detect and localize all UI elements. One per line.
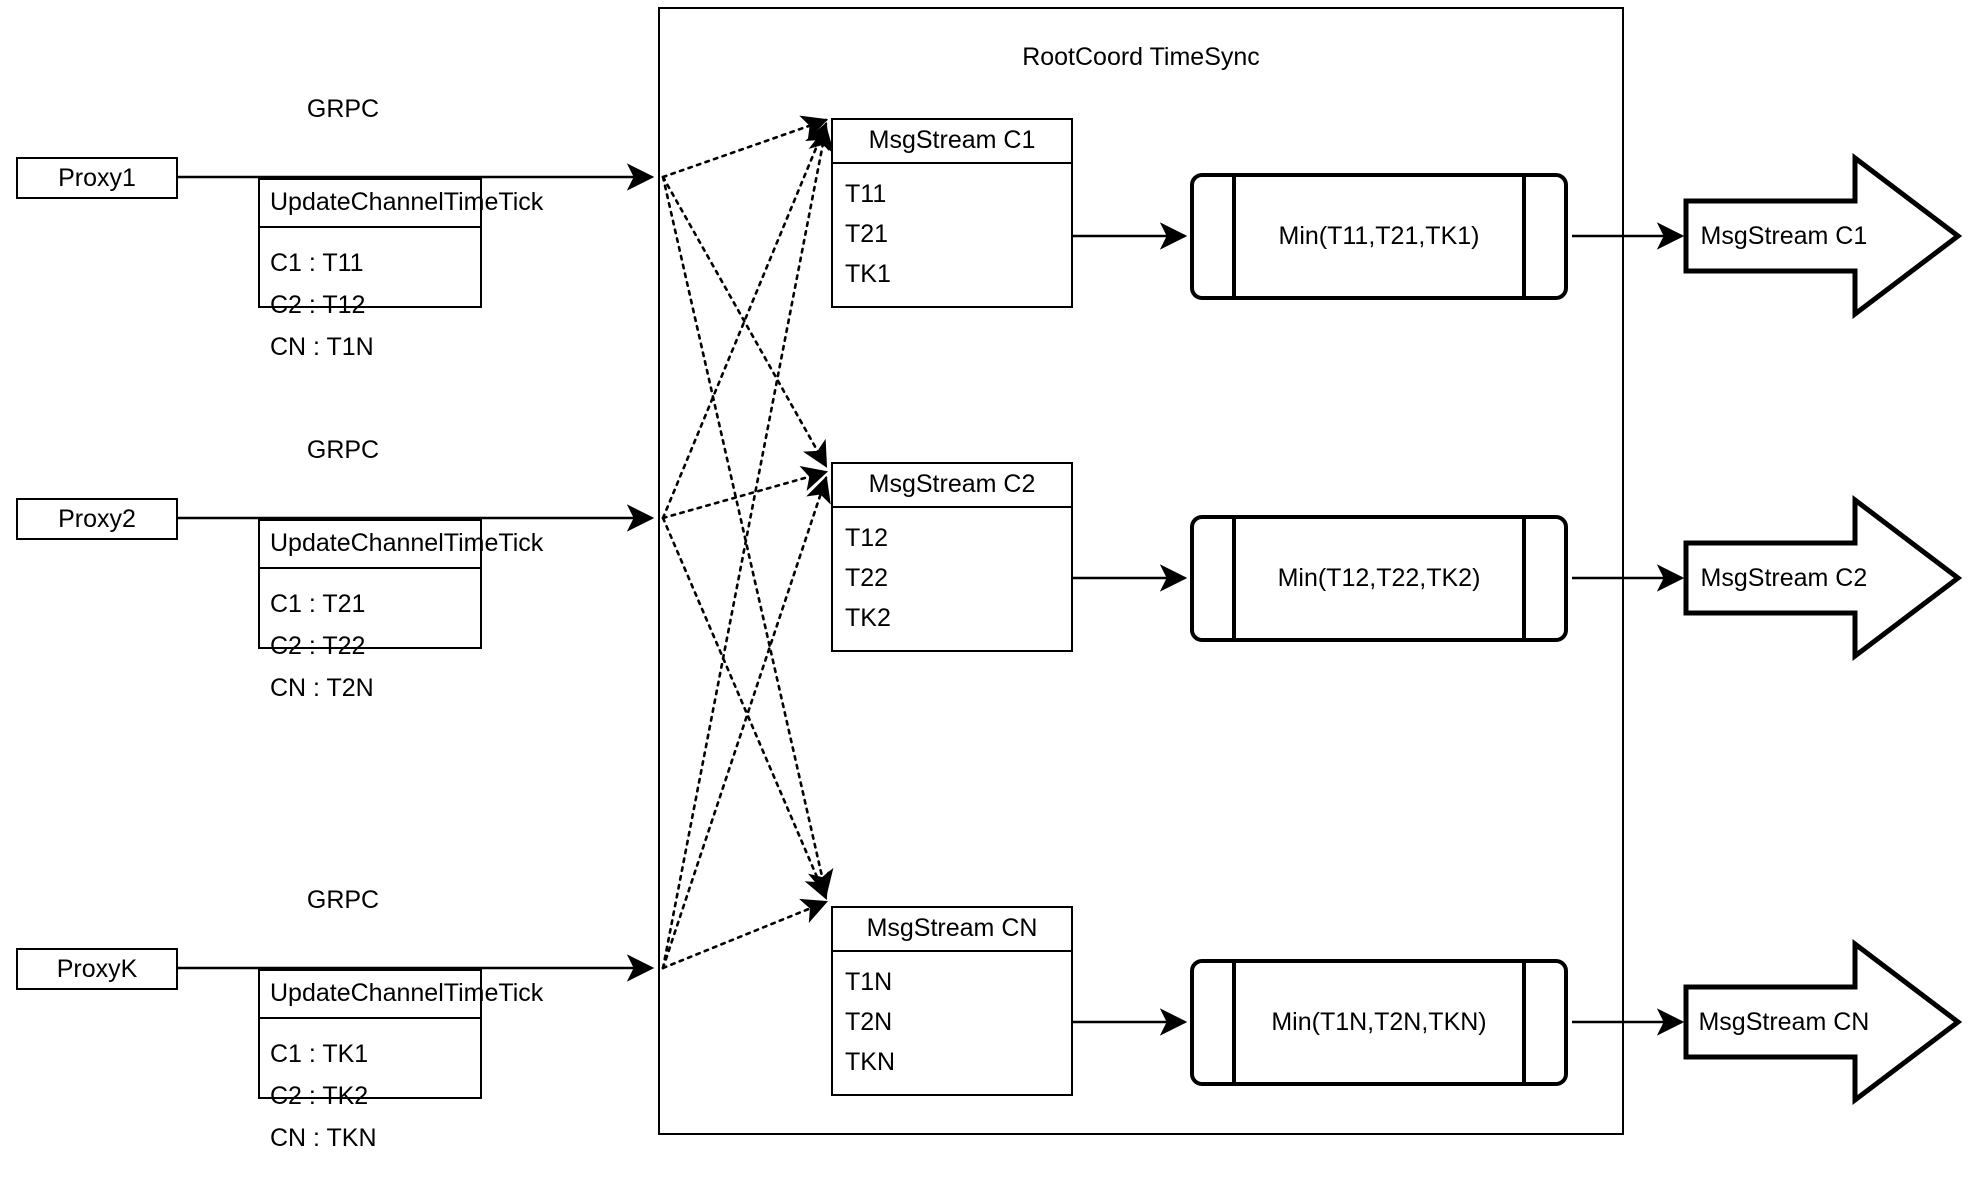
msgstream-box-1: MsgStream C1 T11 T21 TK1	[831, 118, 1073, 308]
rootcoord-timesync-container	[658, 7, 1624, 1135]
min-right-divider-2	[1522, 519, 1526, 638]
record-row: C2 : TK2	[270, 1082, 369, 1110]
min-left-divider-3	[1232, 963, 1236, 1082]
min-label-1: Min(T11,T21,TK1)	[1278, 222, 1480, 250]
record-row: CN : T2N	[270, 674, 374, 702]
record-row: CN : T1N	[270, 333, 374, 361]
grpc-label-3: GRPC	[306, 886, 380, 914]
msgstream-row: TKN	[845, 1048, 895, 1076]
update-channel-timetick-box-1: UpdateChannelTimeTick C1 : T11 C2 : T12 …	[258, 178, 543, 361]
record-title-3: UpdateChannelTimeTick	[260, 971, 543, 1019]
record-row: C2 : T22	[270, 632, 366, 660]
proxy-box-2[interactable]: Proxy2	[16, 498, 178, 540]
output-block-arrows	[1683, 152, 1963, 1106]
record-title-1: UpdateChannelTimeTick	[260, 180, 543, 228]
output-arrow-label-3: MsgStream CN	[1698, 1007, 1870, 1036]
rootcoord-title: RootCoord TimeSync	[1022, 43, 1260, 71]
proxy-label-2: Proxy2	[58, 504, 136, 533]
record-body-2: C1 : T21 C2 : T22 CN : T2N	[260, 569, 480, 709]
min-left-divider-1	[1232, 177, 1236, 296]
msgstream-box-3: MsgStream CN T1N T2N TKN	[831, 906, 1073, 1096]
proxy-label-3: ProxyK	[56, 954, 138, 983]
min-process-1: Min(T11,T21,TK1)	[1190, 173, 1568, 300]
msgstream-row: T21	[845, 220, 889, 248]
msgstream-body-3: T1N T2N TKN	[833, 952, 1071, 1094]
msgstream-title-3: MsgStream CN	[833, 908, 1071, 952]
output-arrow-2: MsgStream C2	[1686, 543, 1958, 613]
proxy-box-1[interactable]: Proxy1	[16, 157, 178, 199]
record-body-1: C1 : T11 C2 : T12 CN : T1N	[260, 228, 480, 368]
msgstream-body-1: T11 T21 TK1	[833, 164, 1071, 306]
msgstream-row: T12	[845, 524, 889, 552]
record-title-2: UpdateChannelTimeTick	[260, 521, 543, 569]
update-channel-timetick-box-2: UpdateChannelTimeTick C1 : T21 C2 : T22 …	[258, 519, 543, 702]
msgstream-body-2: T12 T22 TK2	[833, 508, 1071, 650]
output-arrow-1: MsgStream C1	[1686, 201, 1958, 271]
min-label-2: Min(T12,T22,TK2)	[1277, 564, 1481, 592]
proxy-label-1: Proxy1	[58, 163, 136, 192]
output-arrow-label-1: MsgStream C1	[1700, 221, 1868, 250]
min-left-divider-2	[1232, 519, 1236, 638]
record-body-3: C1 : TK1 C2 : TK2 CN : TKN	[260, 1019, 480, 1159]
min-process-3: Min(T1N,T2N,TKN)	[1190, 959, 1568, 1086]
msgstream-row: T1N	[845, 968, 893, 996]
update-channel-timetick-box-3: UpdateChannelTimeTick C1 : TK1 C2 : TK2 …	[258, 969, 543, 1152]
msgstream-row: TK2	[845, 604, 891, 632]
record-row: C1 : T11	[270, 249, 364, 277]
proxy-box-3[interactable]: ProxyK	[16, 948, 178, 990]
grpc-label-2: GRPC	[306, 436, 380, 464]
record-row: CN : TKN	[270, 1124, 377, 1152]
msgstream-row: T2N	[845, 1008, 893, 1036]
msgstream-row: TK1	[845, 260, 891, 288]
record-row: C2 : T12	[270, 291, 366, 319]
output-arrow-3: MsgStream CN	[1686, 987, 1958, 1057]
msgstream-row: T11	[845, 180, 887, 208]
min-process-2: Min(T12,T22,TK2)	[1190, 515, 1568, 642]
msgstream-box-2: MsgStream C2 T12 T22 TK2	[831, 462, 1073, 652]
min-label-3: Min(T1N,T2N,TKN)	[1271, 1008, 1487, 1036]
output-arrow-label-2: MsgStream C2	[1700, 563, 1868, 592]
record-row: C1 : TK1	[270, 1040, 369, 1068]
msgstream-row: T22	[845, 564, 889, 592]
grpc-label-1: GRPC	[306, 95, 380, 123]
min-right-divider-3	[1522, 963, 1526, 1082]
msgstream-title-1: MsgStream C1	[833, 120, 1071, 164]
record-row: C1 : T21	[270, 590, 366, 618]
msgstream-title-2: MsgStream C2	[833, 464, 1071, 508]
min-right-divider-1	[1522, 177, 1526, 296]
